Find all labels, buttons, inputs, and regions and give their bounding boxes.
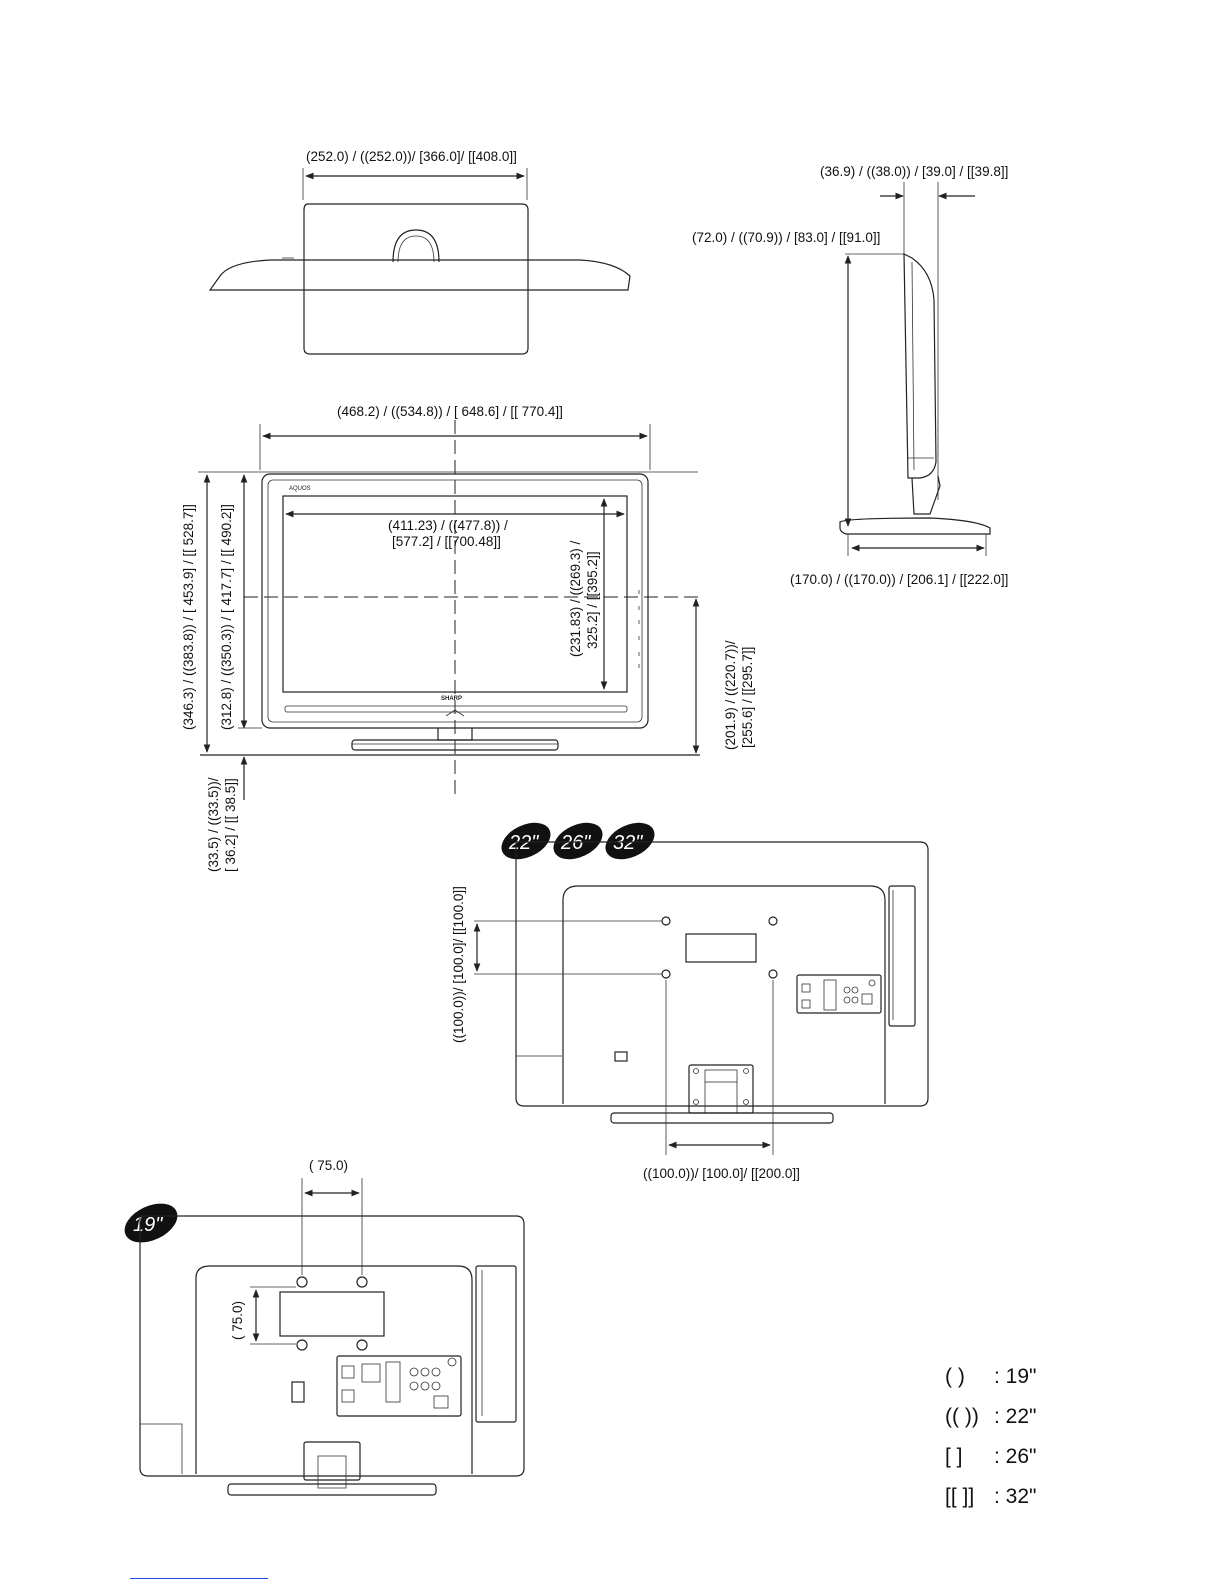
badge-26: 26": [553, 822, 603, 860]
svg-text:26": 26": [560, 832, 591, 854]
rear-small-vesa-vertical-dimension: ( 75.0): [230, 1301, 245, 1340]
body-height-dimension: (312.8) / ((350.3)) / [ 417.7] / [[ 490.…: [219, 504, 234, 730]
legend-size-26: : 26": [994, 1445, 1036, 1468]
aquos-logo: AQUOS: [289, 486, 311, 492]
legend-size-32: : 32": [994, 1485, 1036, 1508]
page-footer-rule: [130, 1578, 268, 1579]
front-view: (468.2) / ((534.8)) / [ 648.6] / [[ 770.…: [181, 404, 755, 872]
svg-text:19": 19": [133, 1214, 163, 1236]
size-legend: ( ) : 19" (( )) : 22" [ ] : 26" [[ ]] : …: [945, 1365, 1036, 1508]
badge-32: 32": [605, 822, 655, 860]
badge-22: 22": [501, 822, 551, 860]
top-width-dimension: (252.0) / ((252.0))/ [366.0]/ [[408.0]]: [306, 149, 517, 164]
rear-view-large: 22" 26" 32": [451, 822, 929, 1181]
screen-width-dimension-line2: [577.2] / [[700.48]]: [392, 534, 501, 549]
rear-large-vesa-vertical-dimension: ((100.0))/ [100.0]/ [[100.0]]: [451, 886, 466, 1043]
legend-marker-26: [ ]: [945, 1445, 963, 1468]
svg-text:22": 22": [508, 832, 539, 854]
badge-19: 19": [124, 1203, 178, 1243]
screen-height-dimension-line2: 325.2] / [[395.2]]: [585, 551, 600, 649]
rear-view-small: ( 75.0) 19" ( 75.0): [124, 1158, 525, 1496]
screen-width-dimension-line1: (411.23) / ((477.8)) /: [388, 518, 508, 533]
legend-size-22: : 22": [994, 1405, 1036, 1428]
stand-gap-dimension-line2: [ 36.2] / [[ 38.5]]: [223, 778, 238, 872]
top-view: (252.0) / ((252.0))/ [366.0]/ [[408.0]]: [208, 149, 631, 355]
legend-marker-22: (( )): [945, 1405, 979, 1428]
sharp-logo: SHARP: [441, 696, 462, 702]
overall-height-dimension: (346.3) / ((383.8)) / [ 453.9] / [[ 528.…: [181, 504, 196, 730]
side-stand-depth-dimension: (170.0) / ((170.0)) / [206.1] / [[222.0]…: [790, 572, 1008, 587]
svg-text:32": 32": [613, 832, 643, 854]
center-height-dimension-line2: [255.6] / [[295.7]]: [740, 647, 755, 748]
legend-marker-19: ( ): [945, 1365, 965, 1388]
legend-marker-32: [[ ]]: [945, 1485, 974, 1508]
center-height-dimension-line1: (201.9) / ((220.7))/: [723, 640, 738, 750]
side-view: (36.9) / ((38.0)) / [39.0] / [[39.8]] (7…: [692, 164, 1008, 587]
screen-height-dimension-line1: (231.83) / ((269.3) /: [568, 540, 583, 657]
rear-small-vesa-horizontal-dimension: ( 75.0): [309, 1158, 348, 1173]
side-screen-depth-dimension: (72.0) / ((70.9)) / [83.0] / [[91.0]]: [692, 230, 880, 245]
front-overall-width-dimension: (468.2) / ((534.8)) / [ 648.6] / [[ 770.…: [337, 404, 563, 419]
rear-large-vesa-horizontal-dimension: ((100.0))/ [100.0]/ [[200.0]]: [643, 1166, 800, 1181]
side-top-depth-dimension: (36.9) / ((38.0)) / [39.0] / [[39.8]]: [820, 164, 1008, 179]
legend-size-19: : 19": [994, 1365, 1036, 1388]
stand-gap-dimension-line1: (33.5) / ((33.5))/: [206, 777, 221, 872]
